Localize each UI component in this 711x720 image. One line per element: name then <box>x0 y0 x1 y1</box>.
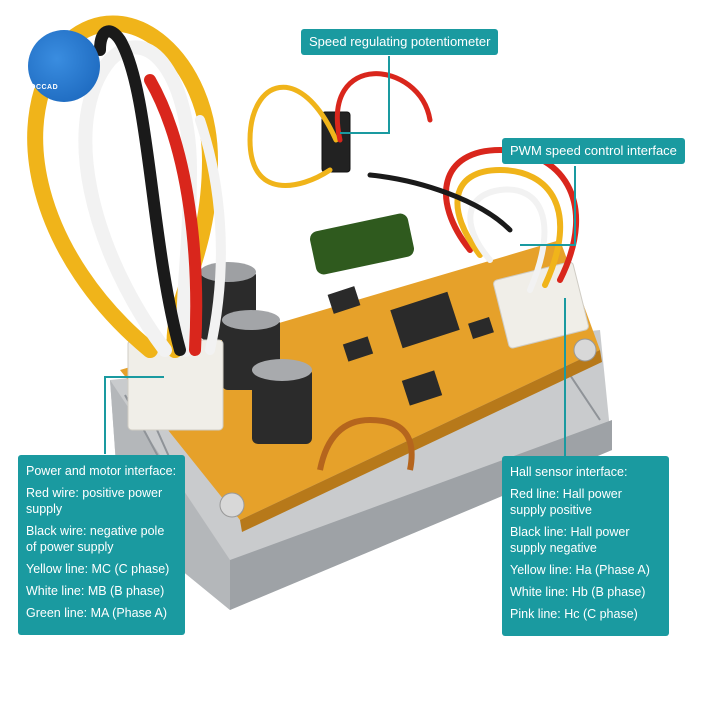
hall-heading: Hall sensor interface: <box>510 465 628 479</box>
capacitors <box>200 213 414 444</box>
pcb-board <box>120 240 602 532</box>
power-line: White line: MB (B phase) <box>26 584 165 598</box>
power-line: Yellow line: MC (C phase) <box>26 562 170 576</box>
inductor <box>317 416 415 471</box>
callout-power-interface: Power and motor interface: Red wire: pos… <box>18 455 185 635</box>
hall-line: Black line: Hall power supply negative <box>510 525 630 555</box>
power-heading: Power and motor interface: <box>26 464 177 478</box>
capacitor-top <box>310 213 414 275</box>
power-line: Green line: MA (Phase A) <box>26 606 168 620</box>
leader-pwm <box>574 166 576 246</box>
callout-potentiometer: Speed regulating potentiometer <box>301 29 499 55</box>
leader-power <box>104 376 106 454</box>
driver-chip <box>390 291 460 349</box>
leader-pwm-h <box>520 244 576 246</box>
mcu-chip <box>401 370 443 406</box>
hall-line: Pink line: Hc (C phase) <box>510 607 638 621</box>
hall-line: White line: Hb (B phase) <box>510 585 646 599</box>
callout-hall-interface: Hall sensor interface: Red line: Hall po… <box>502 456 669 636</box>
brand-logo <box>28 30 100 102</box>
hall-line: Red line: Hall power supply positive <box>510 487 622 517</box>
capacitor-c <box>252 359 312 444</box>
leader-hall <box>564 298 566 456</box>
hall-line: Yellow line: Ha (Phase A) <box>510 563 650 577</box>
brand-logo-text: OCCAD <box>30 84 59 91</box>
power-line: Red wire: positive power supply <box>26 486 163 516</box>
leader-potentiometer <box>388 56 390 134</box>
power-line: Black wire: negative pole of power suppl… <box>26 524 165 554</box>
leader-power-h <box>104 376 164 378</box>
screw <box>573 338 597 362</box>
screw <box>219 492 245 518</box>
leader-potentiometer-h <box>340 132 390 134</box>
wires <box>27 15 580 358</box>
callout-pwm: PWM speed control interface <box>502 138 685 164</box>
